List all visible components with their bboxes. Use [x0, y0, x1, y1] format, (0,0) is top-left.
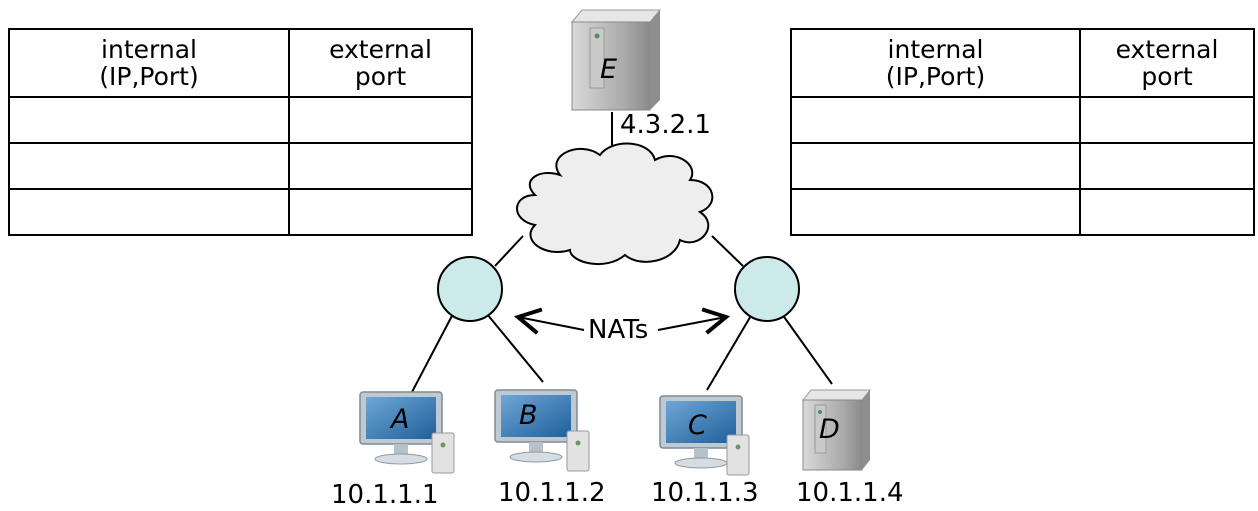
host-d-label: D — [819, 414, 840, 445]
host-a-ip: 10.1.1.1 — [331, 480, 439, 510]
table-cell — [8, 188, 290, 236]
server-e-icon — [570, 9, 662, 111]
table-row — [8, 142, 473, 190]
link-cloud-nat-right — [711, 235, 744, 267]
table-cell — [790, 188, 1081, 236]
link-nat-right-c — [706, 313, 753, 391]
host-c-label: C — [688, 410, 707, 441]
link-nat-left-a — [411, 311, 455, 393]
link-nat-right-d — [781, 313, 833, 385]
table-cell — [288, 188, 473, 236]
table-header-internal: internal(IP,Port) — [790, 28, 1081, 98]
table-cell — [288, 142, 473, 190]
table-cell — [1079, 142, 1255, 190]
server-d-icon — [801, 389, 872, 471]
server-e-ip: 4.3.2.1 — [620, 110, 711, 140]
table-row — [790, 96, 1255, 144]
desktop-b-icon — [494, 389, 590, 472]
host-b-label: B — [519, 400, 538, 431]
host-a-label: A — [391, 404, 410, 435]
table-cell — [8, 96, 290, 144]
table-cell — [790, 142, 1081, 190]
nat-left — [437, 256, 503, 322]
table-cell — [790, 96, 1081, 144]
table-cell — [8, 142, 290, 190]
table-header-internal: internal(IP,Port) — [8, 28, 290, 98]
internet-cloud — [516, 142, 714, 265]
table-cell — [1079, 188, 1255, 236]
nats-label: NATs — [588, 315, 649, 345]
table-row — [8, 188, 473, 236]
table-row — [790, 188, 1255, 236]
desktop-c-icon — [659, 395, 750, 476]
nat-right — [734, 256, 800, 322]
link-nat-left-b — [486, 313, 544, 383]
table-row — [8, 96, 473, 144]
table-cell — [1079, 96, 1255, 144]
link-cloud-nat-left — [494, 235, 524, 267]
host-c-ip: 10.1.1.3 — [651, 478, 759, 508]
host-b-ip: 10.1.1.2 — [498, 478, 606, 508]
table-row — [790, 142, 1255, 190]
desktop-a-icon — [359, 391, 455, 474]
host-d-ip: 10.1.1.4 — [796, 478, 904, 508]
nats-arrow-left — [518, 317, 585, 330]
nats-arrow-right — [657, 317, 726, 330]
server-e-label: E — [600, 54, 618, 85]
table-cell — [288, 96, 473, 144]
